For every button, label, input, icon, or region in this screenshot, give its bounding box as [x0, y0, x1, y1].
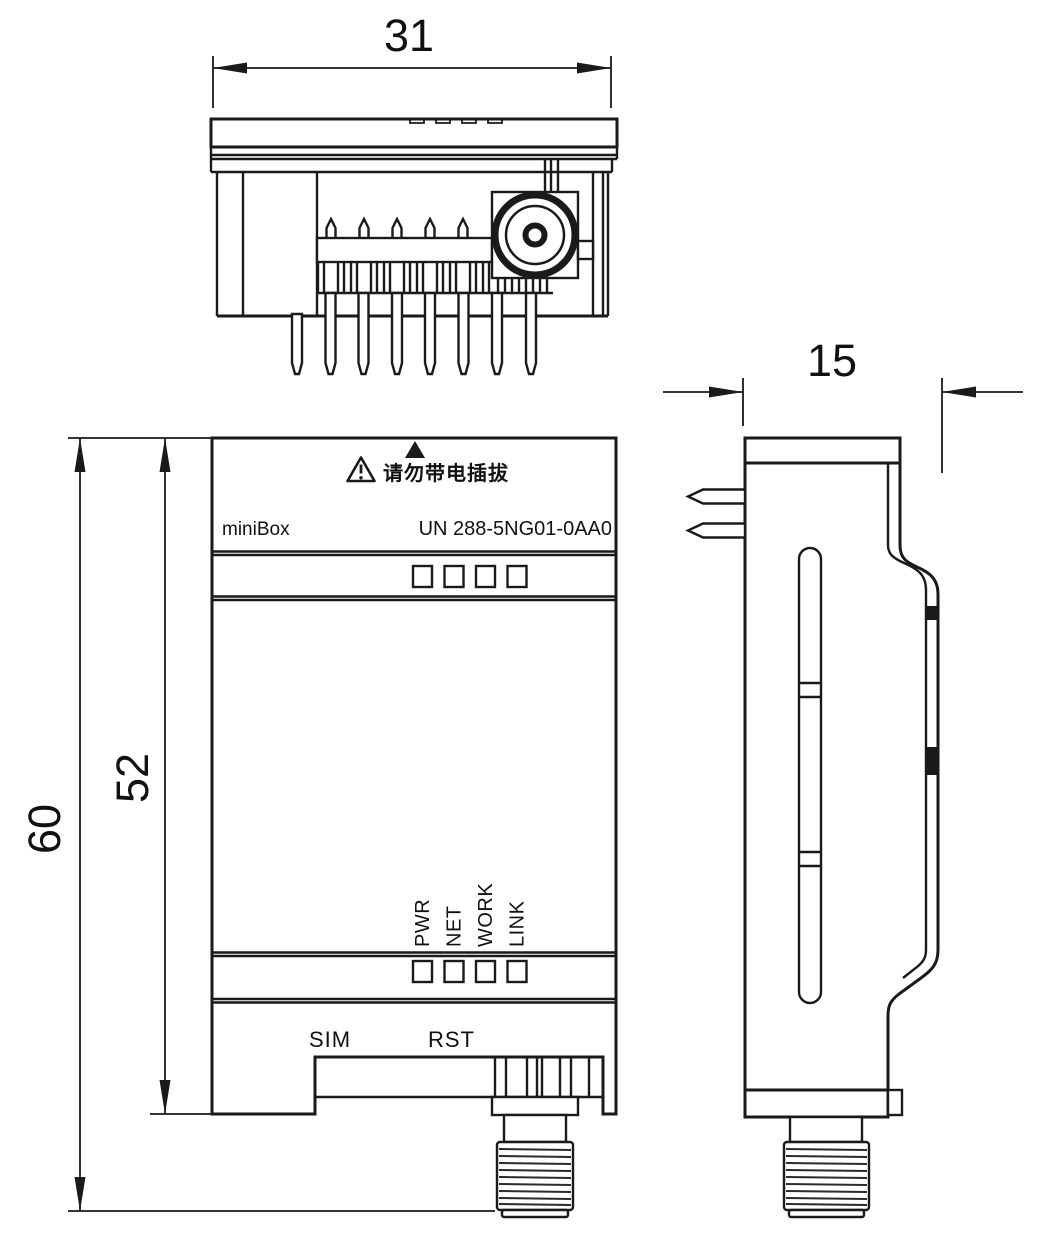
front-view: 请勿带电插拔 miniBox UN 288-5NG01-0AA0 PWR NET… [210, 436, 618, 1219]
led-window [506, 959, 528, 984]
plate-notch [461, 119, 477, 124]
dim-arrow-left [942, 386, 976, 398]
led-window [411, 959, 434, 984]
led-window [411, 564, 434, 589]
side-pins [685, 488, 747, 539]
antenna-center-pin [522, 222, 548, 248]
dim-arrow-right [709, 386, 743, 398]
dimension-height-60: 60 [19, 437, 495, 1212]
side-top-cap [743, 436, 902, 465]
clip-detent [926, 606, 938, 620]
antenna-connector-front [490, 1095, 580, 1219]
dimension-width-31: 31 [212, 10, 612, 108]
led-label-link: LINK [507, 900, 529, 947]
top-view [209, 117, 619, 376]
din-clip-outer [886, 463, 940, 1090]
lower-led-band [212, 951, 616, 1004]
header-pins [290, 291, 538, 376]
led-labels: PWR NET WORK LINK [412, 883, 529, 947]
dim-body-height-value: 52 [107, 753, 158, 803]
terminal-contacts [325, 216, 469, 238]
antenna-neck [788, 1115, 864, 1144]
plate-notch [435, 119, 451, 124]
up-triangle-marker-icon [405, 441, 425, 458]
bottom-recess [315, 1057, 603, 1099]
dim-overall-height-value: 60 [19, 804, 70, 854]
dim-arrow-down [74, 1177, 86, 1211]
dimension-height-52: 52 [107, 438, 212, 1115]
dim-arrow-right [577, 62, 611, 74]
rst-label: RST [428, 1027, 475, 1052]
led-window [474, 564, 497, 589]
side-bottom-step [886, 1088, 904, 1117]
led-label-pwr: PWR [412, 899, 434, 947]
sim-label: SIM [309, 1027, 351, 1052]
led-window [443, 564, 465, 589]
led-label-net: NET [444, 906, 466, 948]
antenna-threads [495, 1140, 575, 1219]
side-view [685, 436, 940, 1219]
antenna-connector-top [490, 159, 595, 280]
warning-triangle-icon [346, 456, 376, 483]
antenna-threads [782, 1140, 871, 1219]
antenna-connector-side [782, 1115, 871, 1219]
dim-depth-value: 15 [807, 335, 857, 386]
dim-width-value: 31 [384, 10, 434, 61]
brand-label: miniBox [222, 519, 290, 540]
clip-detent [926, 747, 938, 775]
model-label: UN 288-5NG01-0AA0 [419, 518, 612, 540]
dim-arrow-down [159, 1080, 171, 1114]
plate-notch [487, 119, 503, 124]
led-label-work: WORK [475, 883, 497, 947]
dim-arrow-up [74, 438, 86, 472]
led-window [443, 959, 465, 984]
led-window [474, 959, 497, 984]
warning-label: 请勿带电插拔 [383, 461, 509, 485]
dim-arrow-up [159, 438, 171, 472]
dimension-depth-15: 15 [663, 335, 1023, 473]
dim-arrow-left [213, 62, 247, 74]
led-window [506, 564, 528, 589]
terminal-bar [315, 236, 494, 264]
antenna-base [490, 1095, 580, 1117]
antenna-mid-ring [504, 204, 566, 266]
antenna-neck [502, 1113, 568, 1144]
side-bottom-band [743, 1088, 890, 1119]
plate-notch [409, 119, 425, 124]
upper-led-band [212, 550, 616, 602]
vent-slot [797, 546, 823, 1005]
din-clip-inner [886, 463, 928, 979]
front-body-outline [210, 436, 618, 1116]
